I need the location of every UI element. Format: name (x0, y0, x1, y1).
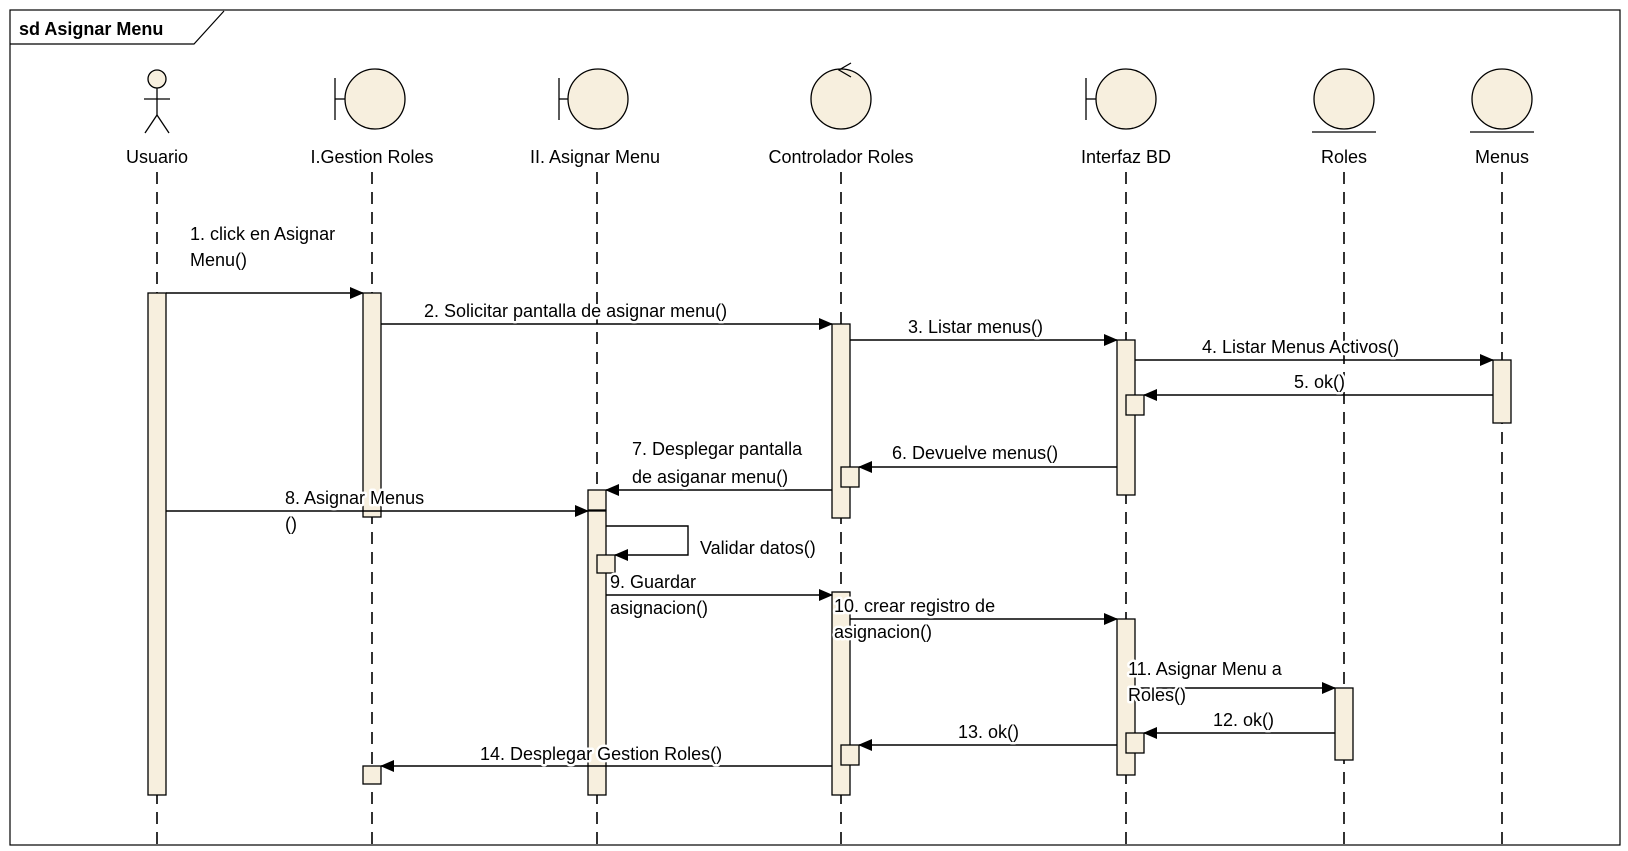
self-message-label: Validar datos() (700, 538, 816, 558)
activation-interfazbd-return (1125, 394, 1145, 416)
activation-bars (147, 292, 1512, 796)
message-10-label-l1: 10. crear registro de (834, 596, 995, 616)
message-6-label: 6. Devuelve menus() (892, 443, 1058, 463)
message-4-label: 4. Listar Menus Activos() (1202, 337, 1399, 357)
boundary-icon (558, 68, 629, 130)
lifeline-controlador[interactable]: Controlador Roles (768, 62, 914, 167)
message-11-label-l2: Roles() (1128, 685, 1186, 705)
message-2-label: 2. Solicitar pantalla de asignar menu() (424, 301, 727, 321)
entity-icon (1470, 68, 1534, 133)
activation-controlador-return2 (840, 744, 860, 766)
message-labels: 1. click en Asignar Menu() 2. Solicitar … (188, 222, 1402, 767)
message-8-label-l2: () (285, 514, 297, 534)
diagram-frame: sd Asignar Menu (9, 9, 1621, 846)
lifeline-roles[interactable]: Roles (1312, 68, 1376, 167)
lifeline-usuario[interactable]: Usuario (126, 69, 188, 167)
message-12-label: 12. ok() (1213, 710, 1274, 730)
lifeline-asignar[interactable]: II. Asignar Menu (530, 68, 660, 167)
message-7-label-l2: de asiganar menu() (632, 467, 788, 487)
message-9-label-l1: 9. Guardar (610, 572, 696, 592)
activation-interfazbd (1116, 339, 1136, 496)
activation-asignar-return (587, 489, 607, 511)
message-arrows (166, 287, 1494, 772)
boundary-icon (1085, 68, 1157, 130)
lifeline-label-menus: Menus (1475, 147, 1529, 167)
message-14-label: 14. Desplegar Gestion Roles() (480, 744, 722, 764)
message-8-label-l1: 8. Asignar Menus (285, 488, 424, 508)
lifeline-label-gestion: I.Gestion Roles (310, 147, 433, 167)
boundary-icon (334, 68, 406, 130)
activation-asignar (587, 510, 607, 796)
actor-icon (144, 69, 170, 134)
self-message-arrow (606, 525, 689, 561)
activation-gestion (362, 292, 382, 518)
message-11-label-l1: 11. Asignar Menu a (1128, 659, 1283, 679)
lifeline-label-roles: Roles (1321, 147, 1367, 167)
message-1-label-l1: 1. click en Asignar (190, 224, 335, 244)
message-5-label: 5. ok() (1294, 372, 1345, 392)
lifeline-interfazbd[interactable]: Interfaz BD (1081, 68, 1171, 167)
activation-gestion-return (362, 765, 382, 785)
activation-asignar-self (596, 554, 616, 574)
message-10-label-l2: asignacion() (834, 622, 932, 642)
control-icon (810, 62, 872, 130)
message-9-label-l2: asignacion() (610, 598, 708, 618)
message-13-label: 13. ok() (958, 722, 1019, 742)
lifeline-label-asignar: II. Asignar Menu (530, 147, 660, 167)
message-7-label-l1: 7. Desplegar pantalla (632, 439, 803, 459)
activation-menus (1492, 359, 1512, 424)
message-3-label: 3. Listar menus() (908, 317, 1043, 337)
lifeline-label-usuario: Usuario (126, 147, 188, 167)
lifeline-label-controlador: Controlador Roles (768, 147, 913, 167)
lifeline-menus[interactable]: Menus (1470, 68, 1534, 167)
activation-interfazbd-return2 (1125, 732, 1145, 754)
activation-controlador-2 (831, 591, 851, 796)
entity-icon (1312, 68, 1376, 133)
lifeline-gestion[interactable]: I.Gestion Roles (310, 68, 434, 167)
frame-title: sd Asignar Menu (19, 19, 163, 39)
activation-roles (1334, 687, 1354, 761)
lifeline-label-interfazbd: Interfaz BD (1081, 147, 1171, 167)
activation-usuario (147, 292, 167, 796)
message-1-label-l2: Menu() (190, 250, 247, 270)
activation-controlador-return1 (840, 466, 860, 488)
activation-controlador (831, 323, 851, 519)
